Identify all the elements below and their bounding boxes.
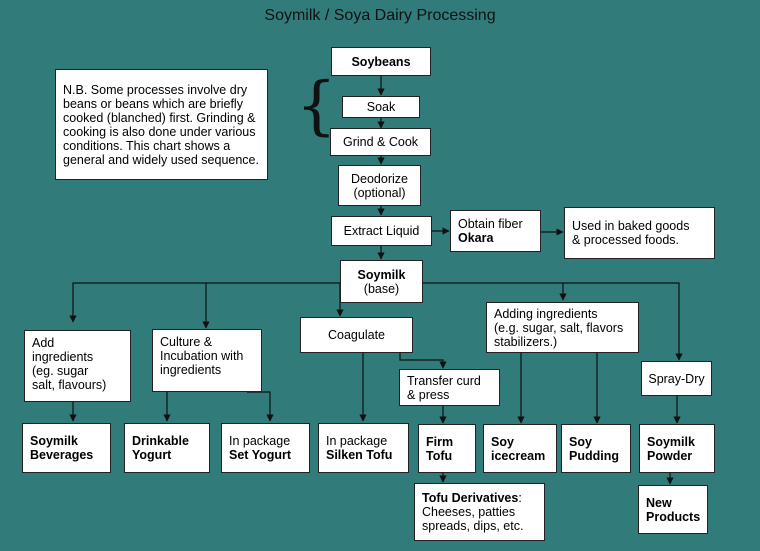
page-title: Soymilk / Soya Dairy Processing	[264, 7, 496, 24]
new-products-box: New Products	[638, 485, 708, 534]
deodorize-label: Deodorize	[351, 171, 408, 186]
add-ingredients-line-4: salt, flavours)	[32, 378, 107, 392]
note-text: N.B. Some processes involve dry beans or…	[63, 82, 259, 167]
branch-left	[69, 282, 340, 323]
soymilk-powder-box: Soymilk Powder	[639, 424, 715, 473]
culture-line-1: Culture &	[160, 335, 213, 349]
soybeans-label: Soybeans	[351, 54, 411, 69]
grind-cook-label: Grind & Cook	[342, 135, 419, 149]
derivatives-line-2: Cheeses, patties	[422, 505, 516, 519]
set-yogurt-line-2: Set Yogurt	[229, 448, 292, 462]
arrow-culture-set	[247, 391, 274, 422]
derivatives-colon: :	[518, 491, 522, 505]
silken-tofu-box: In package Silken Tofu	[318, 423, 409, 473]
beverages-line-1: Soymilk	[30, 434, 78, 448]
icecream-line-1: Soy	[491, 434, 514, 449]
deodorize-optional-label: (optional)	[353, 185, 406, 200]
soymilk-beverages-box: Soymilk Beverages	[22, 423, 111, 473]
adding-ingredients-line-2: (e.g. sugar, salt, flavors	[494, 321, 624, 335]
branch-right	[423, 282, 683, 361]
add-ingredients-line-3: (eg. sugar	[32, 364, 89, 378]
firm-line-2: Tofu	[426, 448, 453, 463]
add-ingredients-line-1: Add	[32, 336, 55, 350]
silken-line-1: In package	[326, 434, 388, 448]
processed-foods-label: & processed foods.	[572, 233, 680, 247]
add-ingredients-line-2: ingredients	[32, 350, 94, 364]
culture-line-3: ingredients	[160, 363, 222, 377]
okara-label: Okara	[458, 231, 494, 245]
obtain-fiber-box: Obtain fiber Okara	[450, 210, 541, 252]
silken-line-2: Silken Tofu	[326, 448, 393, 462]
extract-liquid-box: Extract Liquid	[331, 216, 432, 246]
soak-label: Soak	[366, 100, 396, 114]
adding-ingredients-line-1: Adding ingredients	[494, 307, 598, 321]
transfer-curd-line-2: & press	[407, 387, 450, 402]
powder-line-2: Powder	[647, 448, 693, 463]
new-products-line-2: Products	[646, 509, 701, 524]
pudding-line-2: Pudding	[569, 448, 619, 463]
soy-pudding-box: Soy Pudding	[561, 424, 631, 473]
firm-tofu-box: Firm Tofu	[418, 424, 476, 473]
transfer-curd-box: Transfer curd & press	[399, 369, 500, 406]
powder-line-1: Soymilk	[647, 434, 695, 449]
culture-box: Culture & Incubation with ingredients	[152, 329, 262, 392]
soy-icecream-box: Soy icecream	[483, 424, 557, 473]
beverages-line-2: Beverages	[30, 448, 94, 462]
adding-ingredients-box: Adding ingredients (e.g. sugar, salt, fl…	[486, 302, 639, 353]
coagulate-box: Coagulate	[300, 317, 413, 353]
baked-goods-label: Used in baked goods	[572, 219, 690, 233]
soymilk-base-label: (base)	[363, 281, 400, 296]
add-ingredients-box: Add ingredients (eg. sugar salt, flavour…	[24, 330, 131, 402]
firm-line-1: Firm	[426, 434, 454, 449]
grind-cook-box: Grind & Cook	[330, 128, 431, 156]
soybeans-box: Soybeans	[331, 47, 431, 76]
soak-box: Soak	[342, 96, 420, 118]
icecream-line-2: icecream	[491, 448, 546, 463]
curly-brace-icon: {	[296, 69, 337, 143]
tofu-derivatives-box: Tofu Derivatives: Cheeses, patties sprea…	[414, 483, 545, 541]
drinkable-line-1: Drinkable	[132, 434, 189, 448]
drinkable-yogurt-box: Drinkable Yogurt	[124, 423, 210, 473]
soymilk-base-box: Soymilk (base)	[340, 260, 423, 303]
extract-liquid-label: Extract Liquid	[343, 224, 420, 238]
spray-dry-box: Spray-Dry	[641, 361, 712, 396]
note-box: N.B. Some processes involve dry beans or…	[55, 69, 268, 180]
coagulate-label: Coagulate	[328, 328, 385, 342]
pudding-line-1: Soy	[569, 434, 592, 449]
transfer-curd-line-1: Transfer curd	[407, 373, 481, 388]
deodorize-box: Deodorize (optional)	[338, 165, 421, 206]
obtain-fiber-label: Obtain fiber	[458, 217, 523, 231]
adding-ingredients-line-3: stabilizers.)	[494, 335, 558, 349]
derivatives-line-3: spreads, dips, etc.	[422, 519, 524, 533]
derivatives-line-1: Tofu Derivatives:	[422, 491, 522, 505]
drinkable-line-2: Yogurt	[132, 448, 172, 462]
derivatives-heading: Tofu Derivatives	[422, 491, 519, 505]
arrow-coagulate-transfer	[399, 353, 447, 369]
culture-line-2: Incubation with	[160, 349, 244, 363]
set-yogurt-line-1: In package	[229, 434, 291, 448]
baked-goods-box: Used in baked goods & processed foods.	[564, 207, 715, 259]
new-products-line-1: New	[646, 495, 672, 510]
set-yogurt-box: In package Set Yogurt	[221, 423, 310, 473]
spray-dry-label: Spray-Dry	[648, 371, 705, 386]
soymilk-label: Soymilk	[357, 267, 406, 282]
